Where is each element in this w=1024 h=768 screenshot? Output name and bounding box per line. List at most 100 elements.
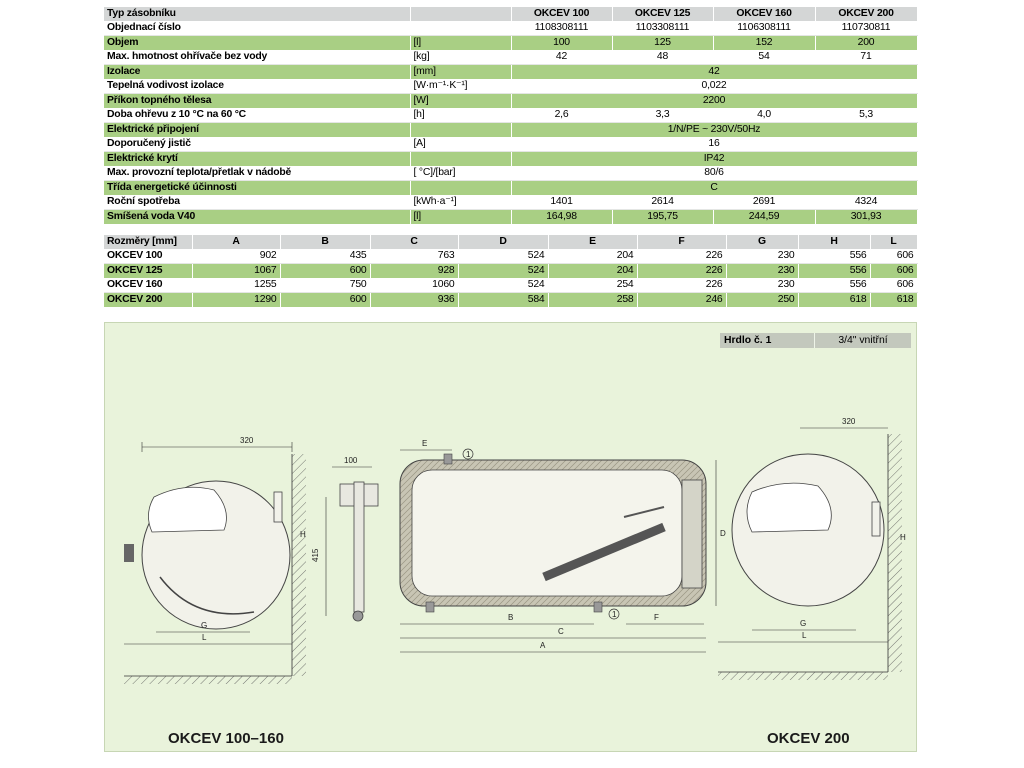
dim-row-value: 606: [870, 249, 918, 264]
spec-row-value: 1/N/PE ~ 230V/50Hz: [511, 122, 918, 137]
spec-row-value: IP42: [511, 151, 918, 166]
spec-row-value: 1401: [511, 195, 613, 210]
dim-header-cell: H: [798, 235, 871, 249]
dim-row-value: 750: [280, 278, 371, 293]
dim-header-cell: G: [726, 235, 799, 249]
caption-left: OKCEV 100–160: [168, 730, 284, 747]
dim-B: B: [508, 613, 513, 622]
spec-row-value: 1106308111: [713, 21, 816, 36]
dim-row-value: 763: [370, 249, 459, 264]
dim-C: C: [558, 627, 564, 636]
spec-row-unit: [kg]: [410, 50, 512, 65]
spec-row-unit: [mm]: [410, 64, 512, 79]
dim-row-value: 258: [548, 292, 638, 307]
spec-row-label: Tepelná vodivost izolace: [104, 79, 411, 94]
dim-header-cell: Rozměry [mm]: [104, 235, 193, 249]
dim-header-cell: L: [870, 235, 918, 249]
dim-row-value: 254: [548, 278, 638, 293]
dim-G-left: G: [201, 621, 207, 630]
spec-row-value: 0,022: [511, 79, 918, 94]
spec-row-value: 3,3: [612, 108, 714, 123]
spec-row-label: Smíšená voda V40: [104, 209, 411, 224]
spec-row-unit: [W]: [410, 93, 512, 108]
spec-row-value: 2,6: [511, 108, 613, 123]
spec-row-value: 2200: [511, 93, 918, 108]
spec-row-unit: [h]: [410, 108, 512, 123]
dim-row-value: 556: [798, 249, 871, 264]
dim-row-value: 556: [798, 278, 871, 293]
spec-row-value: 195,75: [612, 209, 714, 224]
marker-1-top: 1: [466, 450, 471, 459]
dim-row-value: 1290: [192, 292, 281, 307]
spec-row-unit: [ °C]/[bar]: [410, 166, 512, 181]
dim-row-value: 1255: [192, 278, 281, 293]
spec-row-label: Roční spotřeba: [104, 195, 411, 210]
spec-row-value: 71: [815, 50, 918, 65]
dim-row-value: 246: [637, 292, 727, 307]
spec-row-label: Doporučený jistič: [104, 137, 411, 152]
dim-row-value: 435: [280, 249, 371, 264]
spec-row-label: Doba ohřevu z 10 °C na 60 °C: [104, 108, 411, 123]
spec-header-model: OKCEV 200: [815, 7, 918, 21]
spec-row-value: 100: [511, 35, 613, 50]
spec-row-value: 80/6: [511, 166, 918, 181]
spec-header-model: OKCEV 100: [511, 7, 613, 21]
dim-row-value: 1060: [370, 278, 459, 293]
spec-row-label: Příkon topného tělesa: [104, 93, 411, 108]
dim-L-left: L: [202, 633, 207, 642]
dim-F: F: [654, 613, 659, 622]
dim-row-value: 226: [637, 263, 727, 278]
spec-row-unit: [410, 21, 512, 36]
spec-row-value: 1108308111: [511, 21, 613, 36]
front-section-view: E 1 1 B C A F D: [399, 439, 726, 653]
spec-row-value: 16: [511, 137, 918, 152]
dim-E: E: [422, 439, 427, 448]
spec-header-unit: [410, 7, 512, 21]
dim-320-right: 320: [842, 417, 856, 426]
spec-row-unit: [410, 151, 512, 166]
spec-row-label: Max. hmotnost ohřívače bez vody: [104, 50, 411, 65]
dim-row-value: 204: [548, 263, 638, 278]
spec-row-unit: [l]: [410, 209, 512, 224]
spec-row-unit: [l]: [410, 35, 512, 50]
left-side-view: 320 G L H: [124, 436, 306, 684]
dim-415: 415: [311, 548, 320, 562]
dim-G-right: G: [800, 619, 806, 628]
wall-bracket: 100 415: [311, 456, 379, 622]
dim-header-cell: D: [458, 235, 549, 249]
spec-row-label: Objednací číslo: [104, 21, 411, 36]
spec-row-value: 125: [612, 35, 714, 50]
dim-row-value: 1067: [192, 263, 281, 278]
dim-row-name: OKCEV 125: [104, 263, 193, 278]
dim-row-value: 230: [726, 278, 799, 293]
hrdlo-box: Hrdlo č. 1 3/4" vnitřní: [720, 333, 911, 348]
dim-row-value: 524: [458, 263, 549, 278]
dim-A: A: [540, 641, 546, 650]
spec-row-value: C: [511, 180, 918, 195]
dim-320-left: 320: [240, 436, 254, 445]
spec-row-value: 54: [713, 50, 816, 65]
dim-header-cell: B: [280, 235, 371, 249]
dim-row-value: 902: [192, 249, 281, 264]
dim-row-name: OKCEV 100: [104, 249, 193, 264]
spec-row-value: 1103308111: [612, 21, 714, 36]
dim-row-value: 584: [458, 292, 549, 307]
spec-header-model: OKCEV 160: [713, 7, 816, 21]
dim-row-value: 606: [870, 278, 918, 293]
spec-row-unit: [410, 180, 512, 195]
dim-row-value: 606: [870, 263, 918, 278]
dim-row-value: 524: [458, 249, 549, 264]
dim-row-value: 556: [798, 263, 871, 278]
dim-row-value: 524: [458, 278, 549, 293]
dim-L-right: L: [802, 631, 807, 640]
spec-row-value: 42: [511, 64, 918, 79]
